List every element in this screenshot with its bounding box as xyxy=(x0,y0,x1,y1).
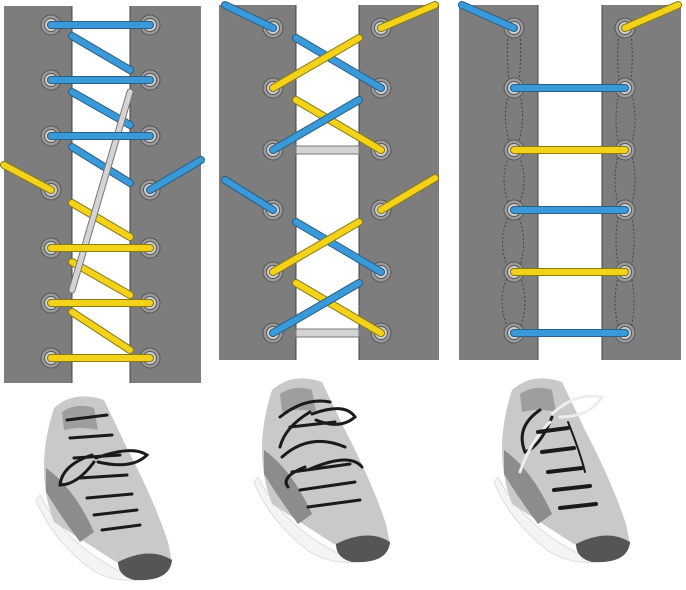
diagram-panel-3 xyxy=(458,1,682,360)
diagram-panel-1 xyxy=(0,6,205,383)
lace-segments xyxy=(458,1,682,337)
shoe-photo-2 xyxy=(253,377,391,563)
lace-segments xyxy=(221,1,439,338)
shoe-photo-3 xyxy=(493,377,631,563)
lace-segments xyxy=(0,21,205,362)
shoe-photo-1 xyxy=(35,395,173,581)
diagram-panel-2 xyxy=(219,1,439,360)
